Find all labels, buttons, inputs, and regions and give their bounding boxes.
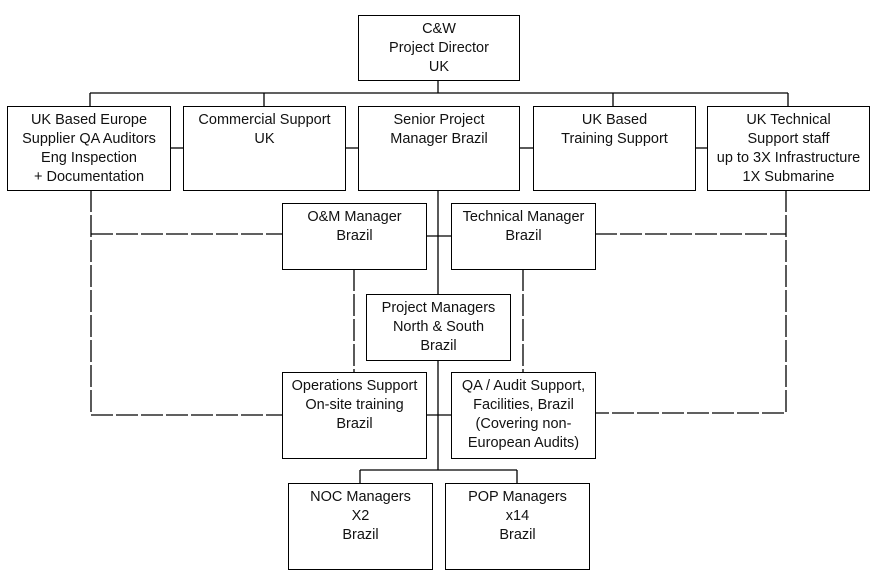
node-project-managers: Project Managers North & South Brazil xyxy=(366,294,511,361)
dashed-uk-qa-left xyxy=(90,190,282,416)
node-line: Facilities, Brazil xyxy=(473,397,574,413)
node-line: 1X Submarine xyxy=(742,169,835,185)
dashed-uk-tech-right xyxy=(595,190,787,414)
node-pop-managers: POP Managers x14 Brazil xyxy=(445,483,590,570)
node-qa-audit-support: QA / Audit Support, Facilities, Brazil (… xyxy=(451,372,596,459)
node-line: C&W xyxy=(422,21,456,37)
node-line: Brazil xyxy=(336,228,373,244)
node-line: UK xyxy=(428,59,450,75)
node-project-director: C&W Project Director UK xyxy=(358,15,520,81)
node-om-manager: O&M Manager Brazil xyxy=(282,203,427,270)
node-line: Technical Manager xyxy=(462,209,585,225)
node-line: Manager Brazil xyxy=(390,131,488,147)
node-operations-support: Operations Support On-site training Braz… xyxy=(282,372,427,459)
node-line: UK Based xyxy=(581,112,648,128)
node-line: Supplier QA Auditors xyxy=(22,131,156,147)
node-line: Training Support xyxy=(561,131,668,147)
node-line: X2 xyxy=(351,508,370,524)
node-line: Project Director xyxy=(389,40,489,56)
node-line: European Audits) xyxy=(467,435,580,451)
node-line: Project Managers xyxy=(381,300,496,316)
node-line: Brazil xyxy=(420,338,457,354)
node-uk-technical-support: UK Technical Support staff up to 3X Infr… xyxy=(707,106,870,191)
node-line: Operations Support xyxy=(291,378,418,394)
node-uk-qa-auditors: UK Based Europe Supplier QA Auditors Eng… xyxy=(7,106,171,191)
node-senior-project-manager: Senior Project Manager Brazil xyxy=(358,106,520,191)
node-line: x14 xyxy=(505,508,530,524)
node-line: (Covering non- xyxy=(475,416,572,432)
node-commercial-support: Commercial Support UK xyxy=(183,106,346,191)
node-technical-manager: Technical Manager Brazil xyxy=(451,203,596,270)
node-line: NOC Managers xyxy=(310,489,411,505)
node-line: Brazil xyxy=(505,228,542,244)
node-line: QA / Audit Support, xyxy=(461,378,586,394)
node-line: UK xyxy=(254,131,275,147)
node-line: Brazil xyxy=(336,416,373,432)
node-line: + Documentation xyxy=(33,169,145,185)
node-line: Brazil xyxy=(499,527,536,543)
node-line: Eng Inspection xyxy=(41,150,137,166)
node-noc-managers: NOC Managers X2 Brazil xyxy=(288,483,433,570)
node-line: POP Managers xyxy=(468,489,567,505)
node-line: Support staff xyxy=(747,131,830,147)
node-line: On-site training xyxy=(305,397,404,413)
node-line: Commercial Support xyxy=(198,112,331,128)
node-training-support: UK Based Training Support xyxy=(533,106,696,191)
node-line: UK Technical xyxy=(746,112,831,128)
node-line: North & South xyxy=(392,319,485,335)
node-line: Brazil xyxy=(342,527,379,543)
node-line: up to 3X Infrastructure xyxy=(716,150,861,166)
node-line: UK Based Europe xyxy=(30,112,148,128)
node-line: O&M Manager xyxy=(307,209,402,225)
node-line: Senior Project xyxy=(393,112,485,128)
